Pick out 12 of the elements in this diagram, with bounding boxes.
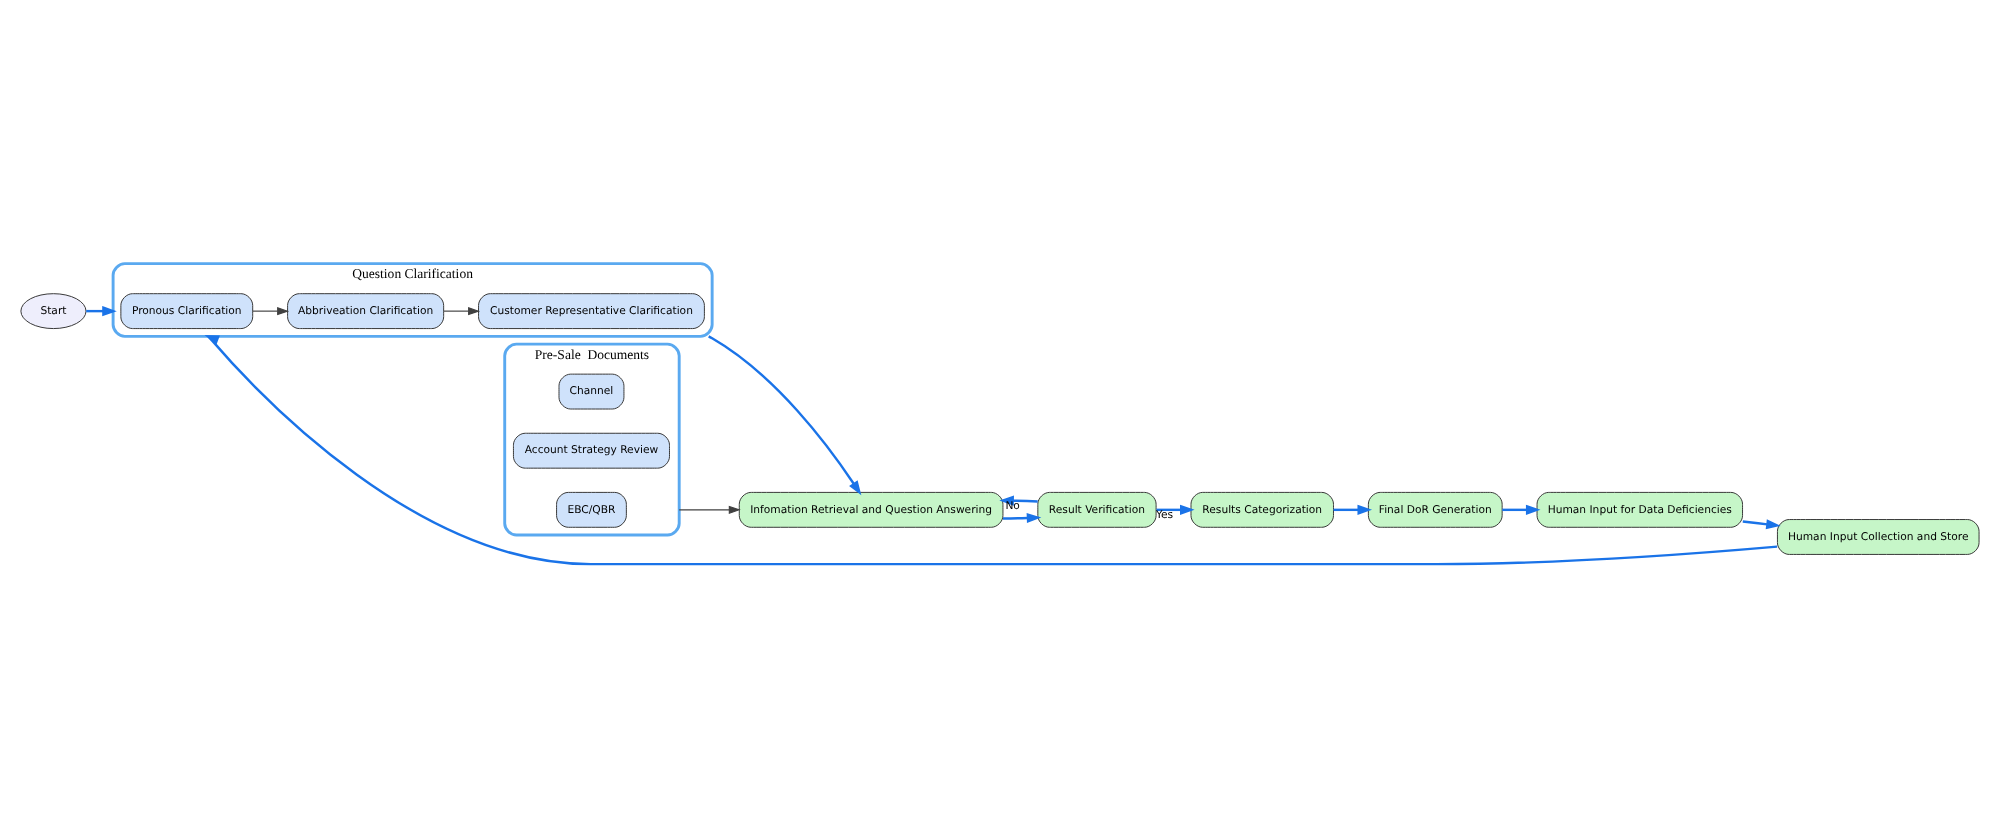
arrow <box>1156 504 1195 515</box>
arrow <box>252 306 290 316</box>
arrow <box>1502 504 1541 515</box>
arrow <box>204 335 1778 566</box>
arrow <box>86 306 117 317</box>
arrow <box>1002 512 1042 524</box>
arrow <box>708 335 862 496</box>
arrow <box>678 505 741 515</box>
arrow <box>999 495 1038 506</box>
arrow <box>443 306 481 316</box>
arrow <box>1333 504 1373 515</box>
arrow <box>1742 519 1781 530</box>
